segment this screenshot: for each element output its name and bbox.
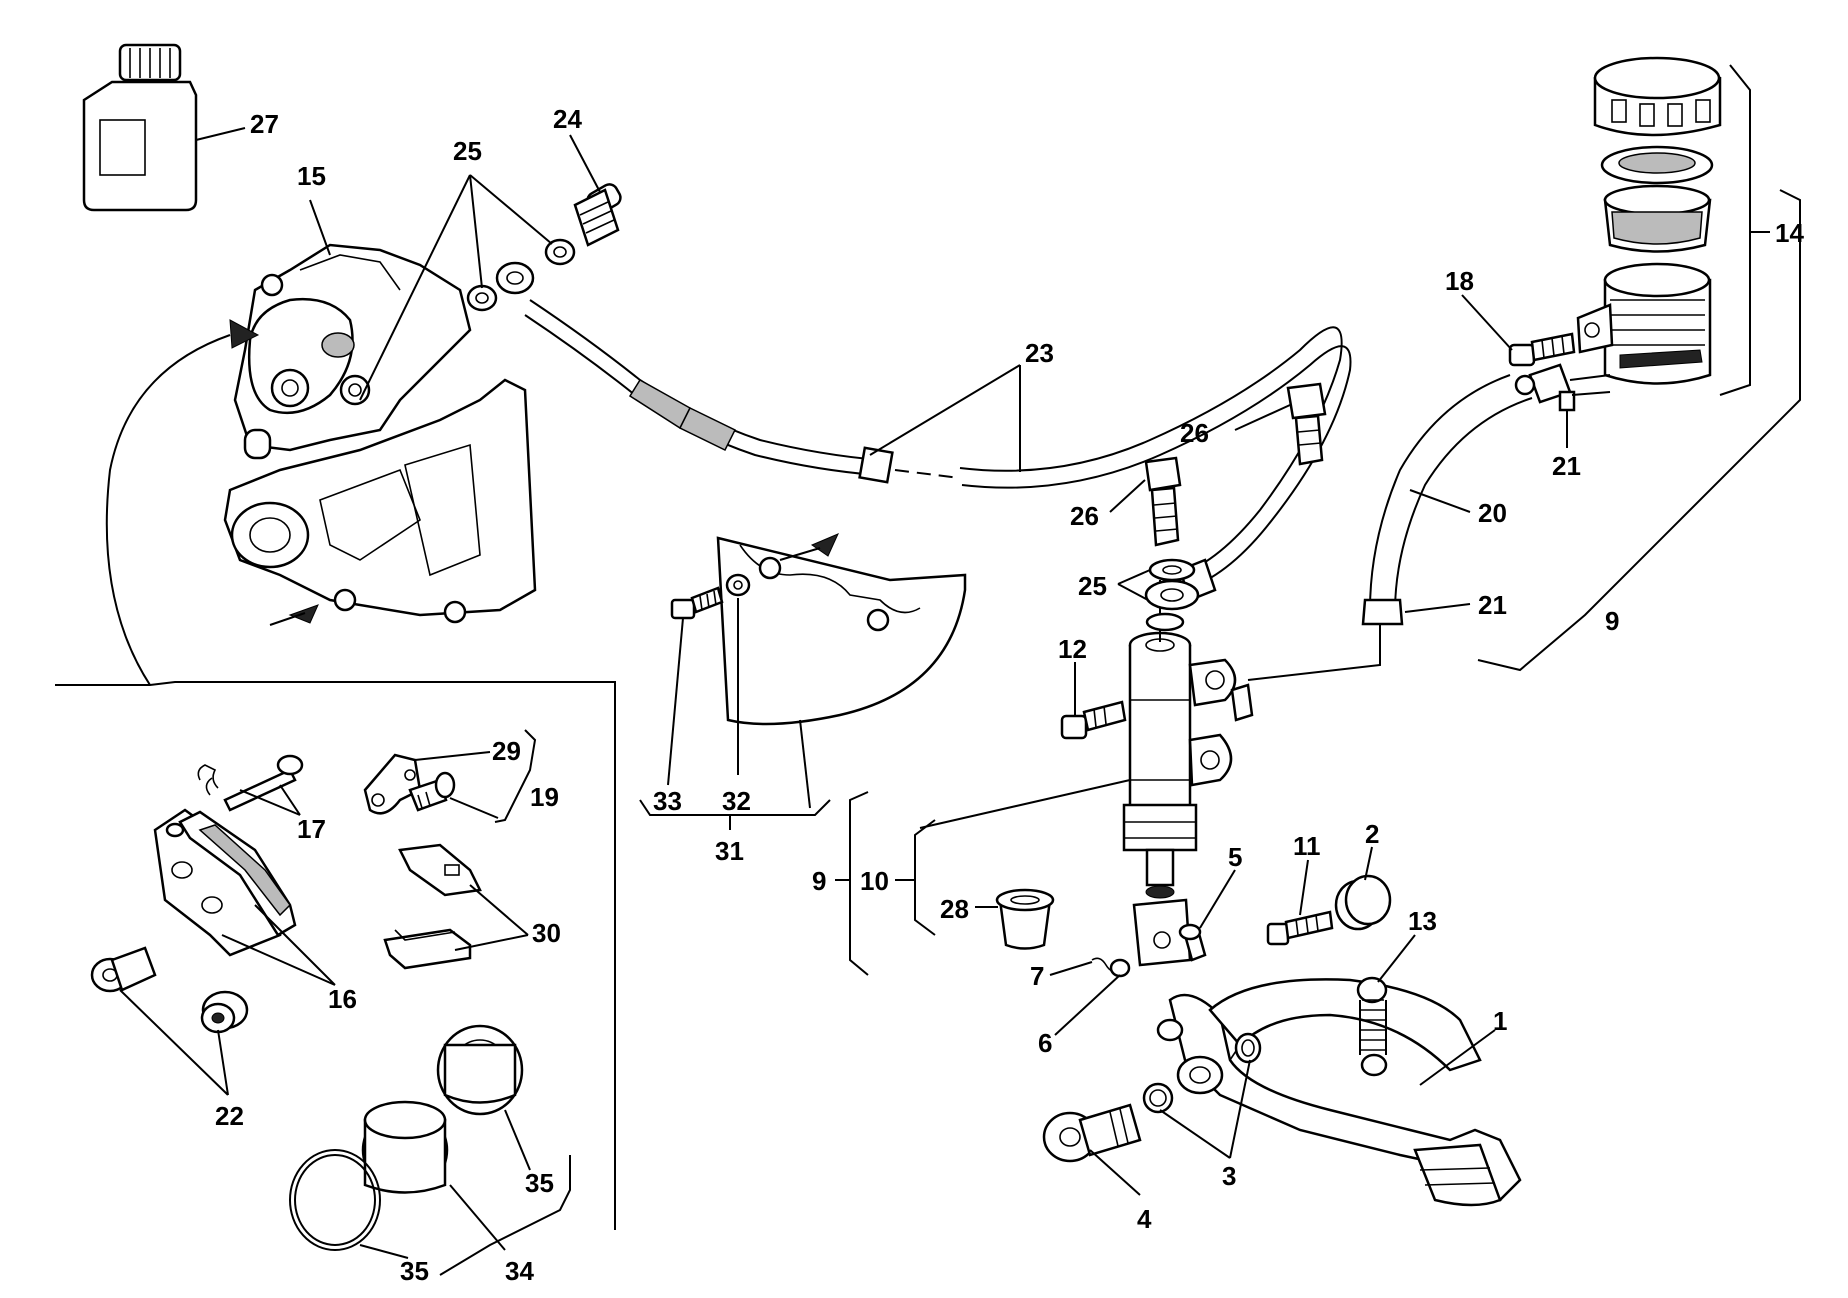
chain-guard <box>716 533 967 726</box>
leader-lines <box>119 64 1801 1276</box>
master-cylinder <box>1122 580 1254 967</box>
part-number-labels: 1 2 3 4 5 6 7 9 9 10 11 12 13 14 15 16 1… <box>215 104 1804 1286</box>
label-13: 13 <box>1408 906 1437 936</box>
pointer-arrowhead <box>229 319 260 349</box>
brake-pedal <box>1156 978 1522 1207</box>
brake-pads <box>153 808 297 957</box>
cylinder-mounting-bolt <box>1060 700 1127 740</box>
label-12: 12 <box>1058 634 1087 664</box>
pin <box>1178 923 1207 962</box>
label-9-right: 9 <box>1605 606 1619 636</box>
label-6: 6 <box>1038 1028 1052 1058</box>
label-19: 19 <box>530 782 559 812</box>
caliper-piston-seals <box>289 1024 524 1251</box>
guard-washer <box>725 573 751 597</box>
label-4: 4 <box>1137 1204 1152 1234</box>
label-27: 27 <box>250 109 279 139</box>
label-10: 10 <box>860 866 889 896</box>
label-11: 11 <box>1293 831 1321 861</box>
dust-boot <box>995 888 1055 950</box>
label-7: 7 <box>1030 961 1044 991</box>
caliper-bracket <box>223 378 537 626</box>
label-5: 5 <box>1228 842 1242 872</box>
label-15: 15 <box>297 161 326 191</box>
label-14: 14 <box>1775 218 1804 248</box>
label-21-upper: 21 <box>1552 451 1581 481</box>
label-26-upper: 26 <box>1180 418 1209 448</box>
label-25-lower: 25 <box>1078 571 1107 601</box>
label-1: 1 <box>1493 1006 1507 1036</box>
inset-frame <box>55 681 616 1230</box>
label-20: 20 <box>1478 498 1507 528</box>
return-spring <box>1356 976 1388 1077</box>
label-9-left: 9 <box>812 866 826 896</box>
bleeder-valve-set <box>363 753 456 815</box>
reservoir-hose <box>1361 363 1611 626</box>
label-3: 3 <box>1222 1161 1236 1191</box>
label-33: 33 <box>653 786 682 816</box>
label-25-upper: 25 <box>453 136 482 166</box>
pivot-circlips <box>1142 1032 1262 1114</box>
label-29: 29 <box>492 736 521 766</box>
guard-bolt <box>670 586 724 620</box>
label-26-lower: 26 <box>1070 501 1099 531</box>
upper-banjo-bolt <box>466 183 622 312</box>
label-32: 32 <box>722 786 751 816</box>
pad-slide-bolt <box>90 946 157 993</box>
clevis-pin-clip <box>1091 957 1131 978</box>
label-30: 30 <box>532 918 561 948</box>
rubber-stop <box>1334 874 1392 931</box>
label-2: 2 <box>1365 819 1379 849</box>
pad-pin <box>197 754 304 812</box>
reservoir-bolt <box>1508 332 1576 367</box>
label-21-right: 21 <box>1478 590 1507 620</box>
lower-banjo-bolts <box>1144 382 1327 632</box>
label-18: 18 <box>1445 266 1474 296</box>
label-17: 17 <box>297 814 326 844</box>
label-35-upper: 35 <box>525 1168 554 1198</box>
label-24: 24 <box>553 104 582 134</box>
pedal-pivot-bolt <box>1042 1103 1142 1163</box>
brake-fluid-bottle <box>82 43 198 212</box>
label-28: 28 <box>940 894 969 924</box>
adjuster-bolt <box>1266 910 1334 946</box>
inset-pointer-line <box>105 334 231 686</box>
fluid-reservoir <box>1576 56 1722 385</box>
label-16: 16 <box>328 984 357 1014</box>
brake-hose <box>524 299 1352 602</box>
label-31: 31 <box>715 836 744 866</box>
label-23: 23 <box>1025 338 1054 368</box>
label-22: 22 <box>215 1101 244 1131</box>
label-34: 34 <box>505 1256 534 1286</box>
pad-springs <box>383 843 482 970</box>
rubber-cap <box>200 990 249 1034</box>
label-35-lower: 35 <box>400 1256 429 1286</box>
